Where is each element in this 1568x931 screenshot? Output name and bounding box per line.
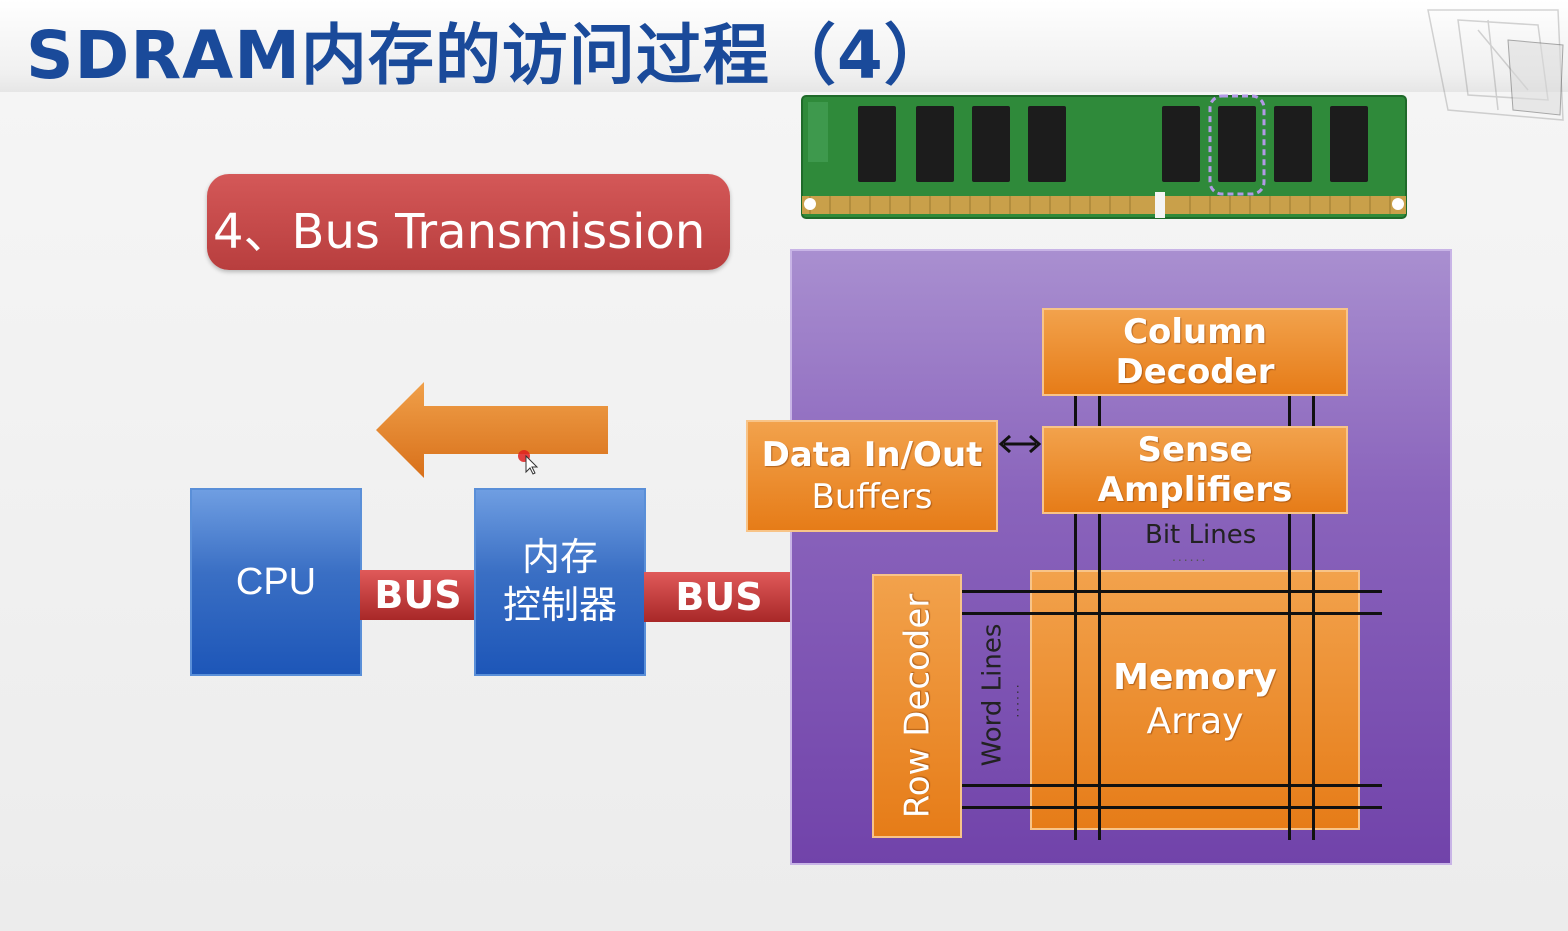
left-arrow-icon [376,382,608,478]
mouse-pointer-icon [518,450,539,475]
controller-label-line1: 内存 [521,537,598,579]
sense-amplifiers-label: Sense Amplifiers [1097,430,1293,510]
row-decoder-block: Row Decoder [872,574,962,838]
data-buffers-label-line1: Data In/Out [761,435,983,475]
row-decoder-label: Row Decoder [897,593,937,819]
title-bar: SDRAM内存的访问过程（4） [0,0,1568,94]
double-arrow-icon [998,434,1042,454]
ram-module-image [801,94,1407,219]
word-lines-label: Word Lines [977,623,1008,767]
data-buffers-label-line2: Buffers [811,477,933,517]
word-lines-ellipsis-wrap: ...... [1004,670,1024,730]
word-line [962,612,1382,615]
bit-lines-label: Bit Lines [1145,520,1257,550]
bit-lines-ellipsis: ...... [1172,548,1208,564]
bit-line [1074,570,1077,840]
slide-title: SDRAM内存的访问过程（4） [26,17,951,94]
bit-line [1288,570,1291,840]
column-decoder-label: Column Decoder [1115,312,1275,392]
bus-cpu-controller: BUS [360,570,476,620]
bit-line [1312,570,1315,840]
step-label: 4、Bus Transmission [213,204,706,260]
word-line [962,590,1382,593]
memory-array-block: Memory Array [1030,570,1360,830]
corner-decoration-icon [1427,9,1564,121]
column-decoder-block: Column Decoder [1042,308,1348,396]
word-line [962,806,1382,809]
bus-label: BUS [675,575,763,619]
data-buffers-block: Data In/Out Buffers [746,420,998,532]
cpu-block: CPU [190,488,362,676]
controller-label-line2: 控制器 [502,585,617,627]
word-lines-ellipsis: ...... [1006,682,1022,718]
memory-controller-block: 内存 控制器 [474,488,646,676]
step-badge: 4、Bus Transmission [207,174,730,270]
memory-array-label-line1: Memory [1113,657,1277,698]
bus-controller-chip: BUS [644,572,794,622]
memory-array-label-line2: Array [1146,701,1244,742]
sense-amplifiers-block: Sense Amplifiers [1042,426,1348,514]
bit-line [1098,570,1101,840]
bus-label: BUS [374,573,462,617]
cpu-label: CPU [235,560,317,603]
word-line [962,784,1382,787]
